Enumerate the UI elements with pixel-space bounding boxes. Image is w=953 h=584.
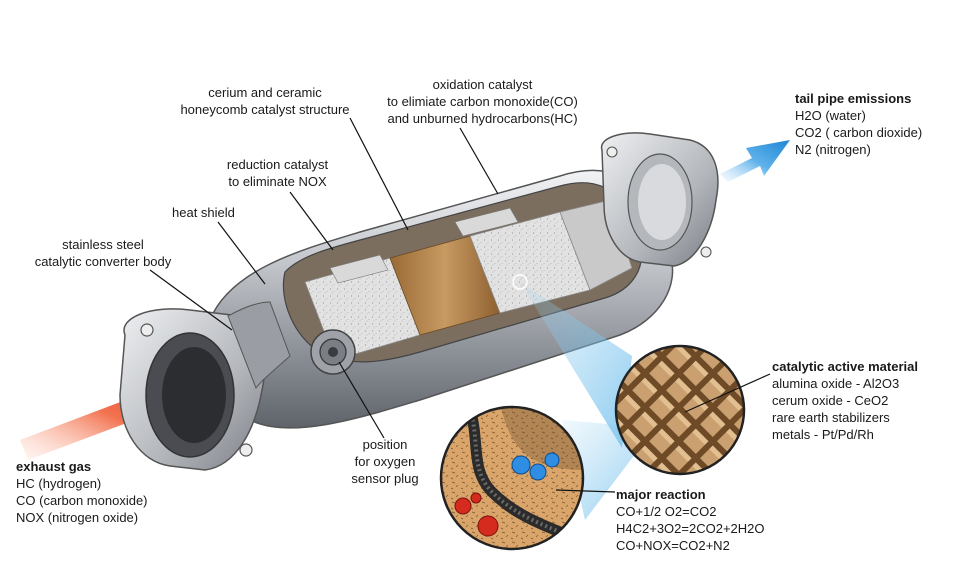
label-reduction: reduction catalyst to eliminate NOX: [226, 157, 329, 189]
label-oxidation: oxidation catalyst to elimiate carbon mo…: [387, 77, 578, 126]
tail-pipe-emissions: tail pipe emissions H2O (water) CO2 ( ca…: [795, 91, 923, 157]
outlet-flange: [600, 132, 719, 267]
active-material-title: catalytic active material: [772, 359, 918, 374]
reaction-zoom: [439, 405, 585, 551]
label-oxygen-sensor: position for oxygen sensor plug: [351, 437, 419, 486]
major-reaction: major reaction CO+1/2 O2=CO2 H4C2+3O2=2C…: [616, 487, 765, 553]
honeycomb-zoom: [614, 344, 746, 476]
label-converter-body: stainless steel catalytic converter body: [34, 237, 172, 269]
label-honeycomb: cerium and ceramic honeycomb catalyst st…: [180, 85, 350, 117]
exhaust-title: exhaust gas: [16, 459, 92, 474]
catalytic-active-material: catalytic active material alumina oxide …: [772, 359, 918, 442]
oxygen-sensor-plug: [310, 329, 356, 375]
label-heat-shield: heat shield: [172, 205, 235, 220]
reaction-title: major reaction: [616, 487, 706, 502]
exhaust-gas: exhaust gas HC (hydrogen) CO (carbon mon…: [16, 459, 148, 525]
inlet-flange: [119, 301, 291, 471]
outlet-arrow: [720, 140, 790, 182]
leader-lines: [149, 117, 771, 493]
tail-pipe-title: tail pipe emissions: [795, 91, 912, 106]
